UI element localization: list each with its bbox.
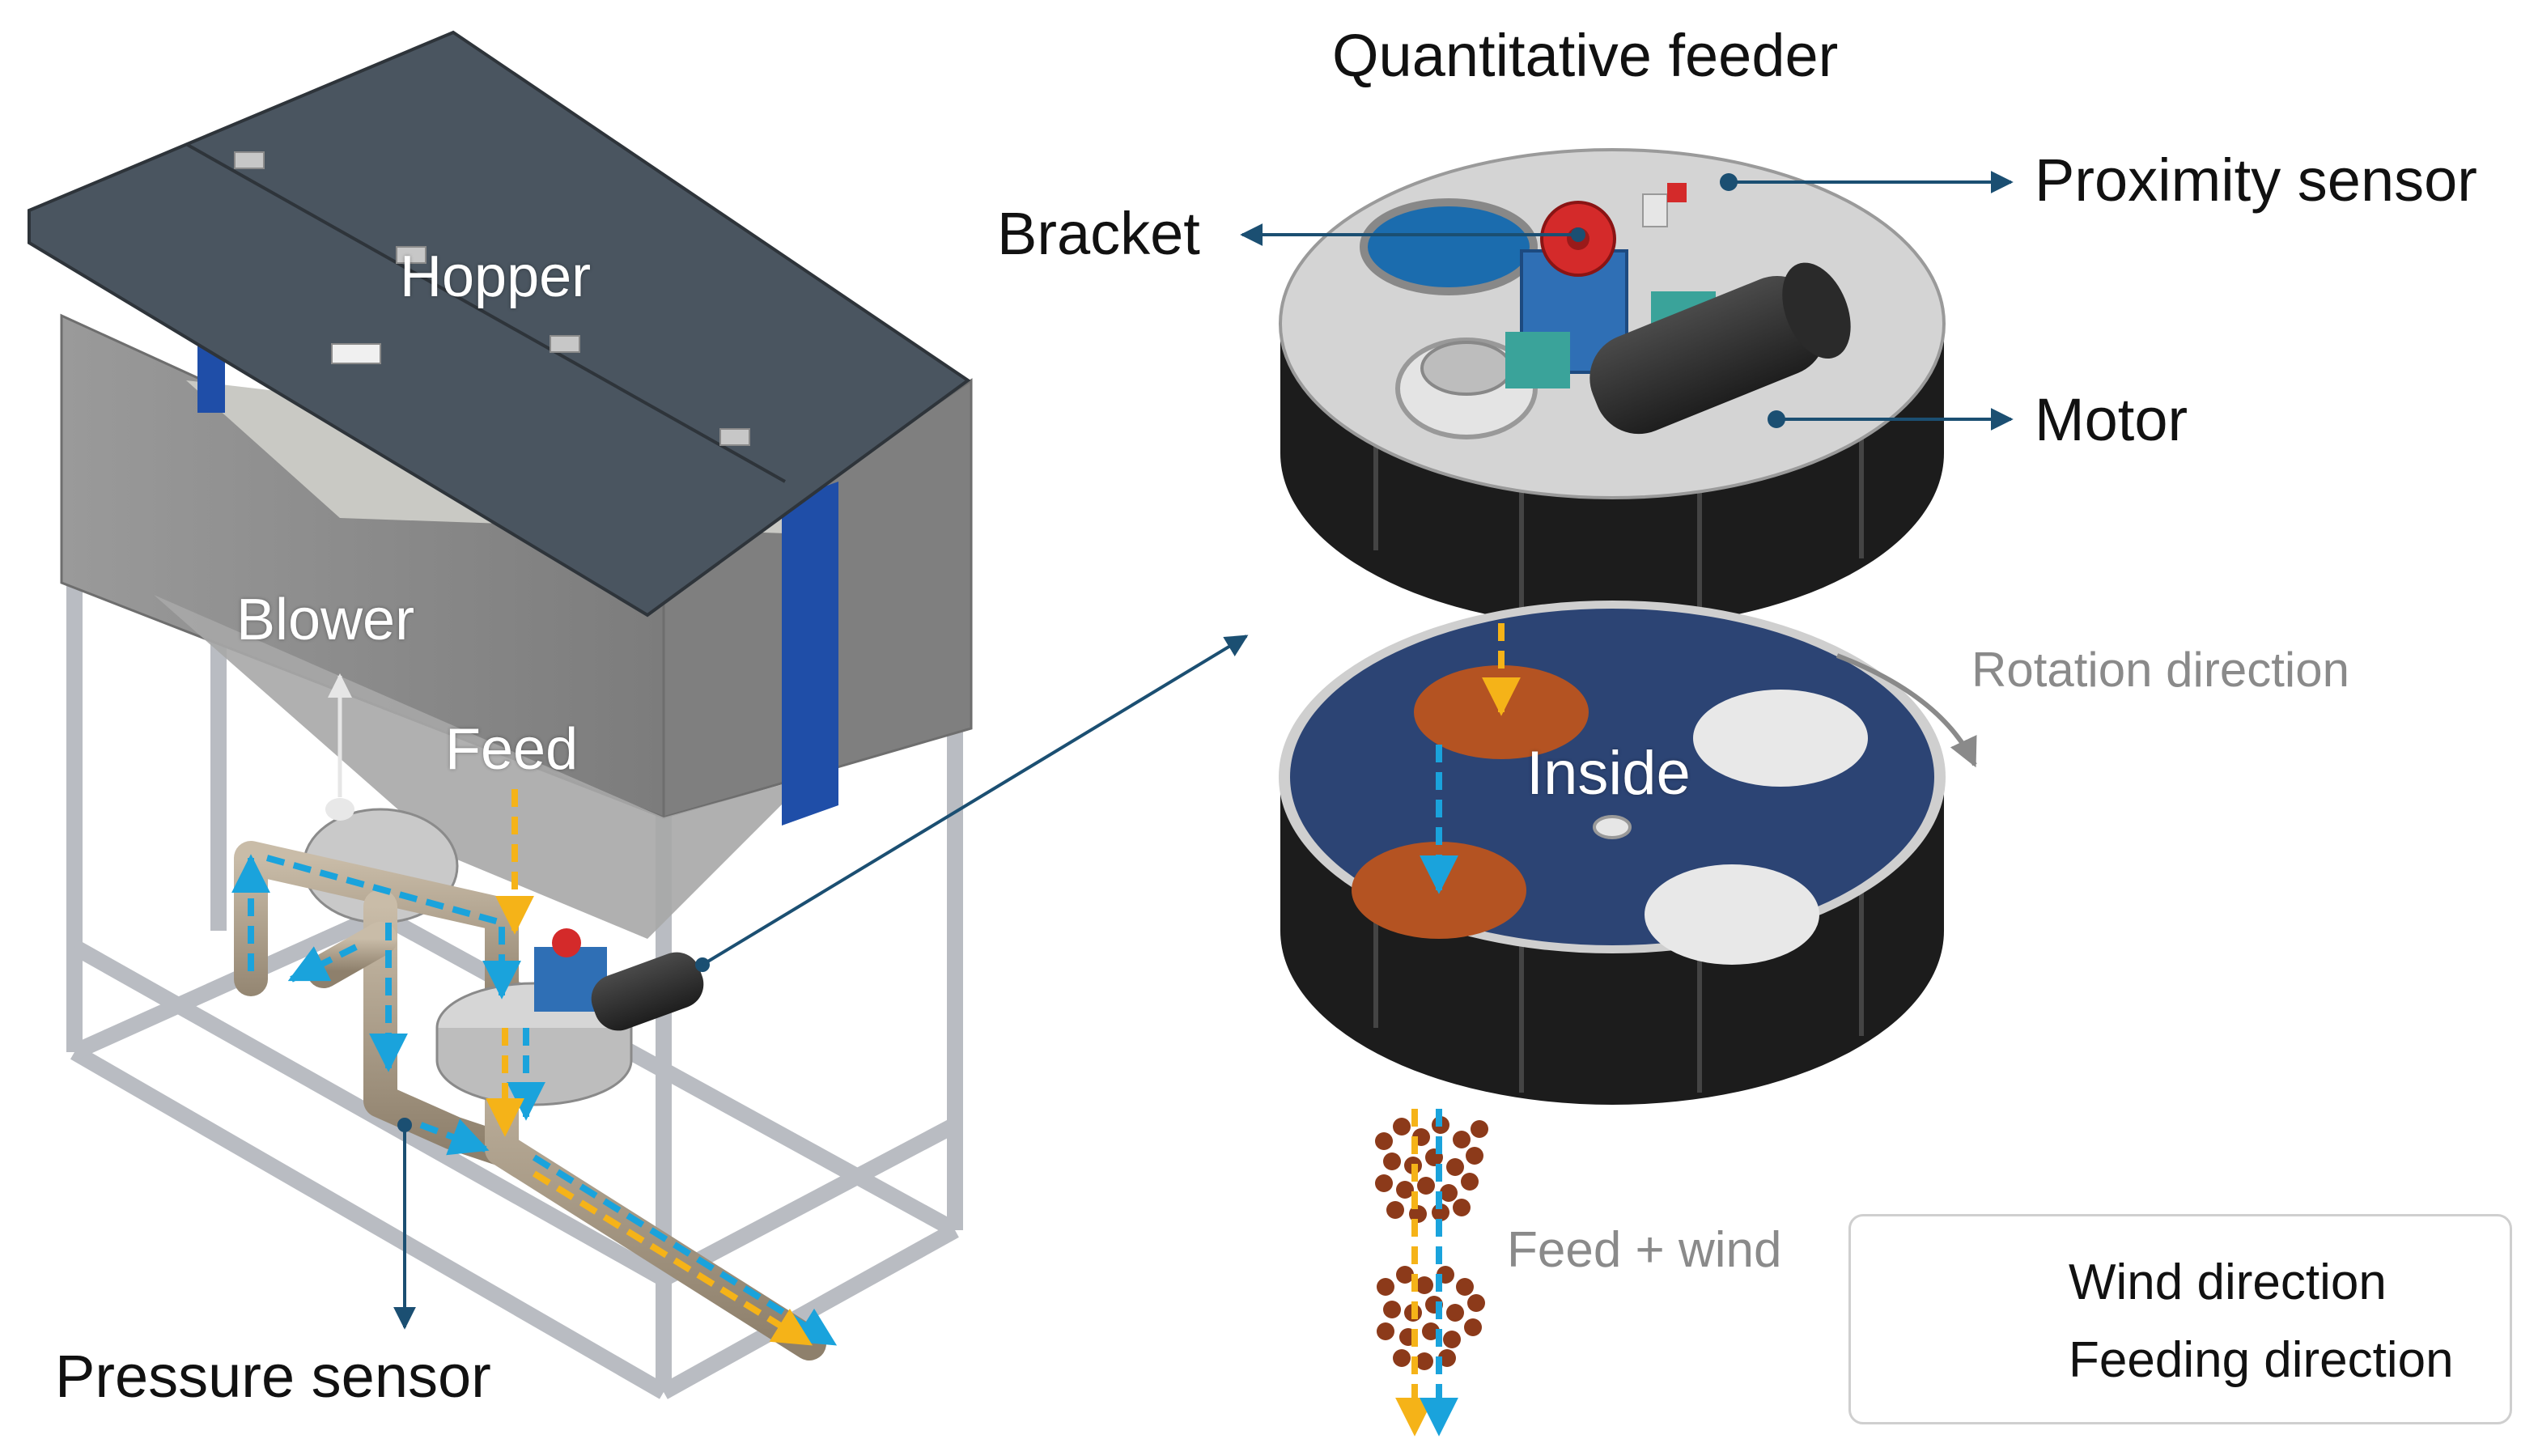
legend-wind-label: Wind direction bbox=[2069, 1254, 2387, 1310]
label-inside: Inside bbox=[1526, 739, 1691, 808]
legend-feeding-label: Feeding direction bbox=[2069, 1332, 2454, 1388]
rotor-pocket-empty-2 bbox=[1645, 864, 1819, 965]
hopper-machine bbox=[28, 30, 1249, 1399]
feed-path-arrows bbox=[486, 789, 813, 1347]
label-hopper: Hopper bbox=[400, 244, 592, 309]
feed-pellets bbox=[1375, 1116, 1488, 1370]
diagram-title: Quantitative feeder bbox=[1332, 22, 1839, 89]
rotation-arrow bbox=[1836, 653, 1977, 768]
hopper-window-right bbox=[782, 482, 838, 826]
label-proximity-sensor: Proximity sensor bbox=[2035, 146, 2477, 214]
label-motor: Motor bbox=[2035, 386, 2188, 453]
feeder-top-assembly bbox=[1279, 148, 1946, 627]
label-feed: Feed bbox=[445, 717, 579, 782]
label-pressure-sensor: Pressure sensor bbox=[55, 1343, 491, 1410]
label-bracket: Bracket bbox=[997, 200, 1200, 267]
legend bbox=[1848, 1214, 2512, 1424]
feeder-rotor-assembly bbox=[1279, 601, 1946, 1105]
label-feed-wind: Feed + wind bbox=[1507, 1222, 1782, 1278]
feeder-motor bbox=[1589, 262, 1851, 435]
label-blower: Blower bbox=[236, 588, 415, 652]
hopper-lid bbox=[28, 30, 971, 618]
feeder-callout-line bbox=[701, 635, 1249, 966]
label-rotation-direction: Rotation direction bbox=[1971, 643, 2349, 697]
rotor-pocket-empty-1 bbox=[1693, 690, 1868, 787]
wind-path-arrows bbox=[231, 854, 838, 1347]
